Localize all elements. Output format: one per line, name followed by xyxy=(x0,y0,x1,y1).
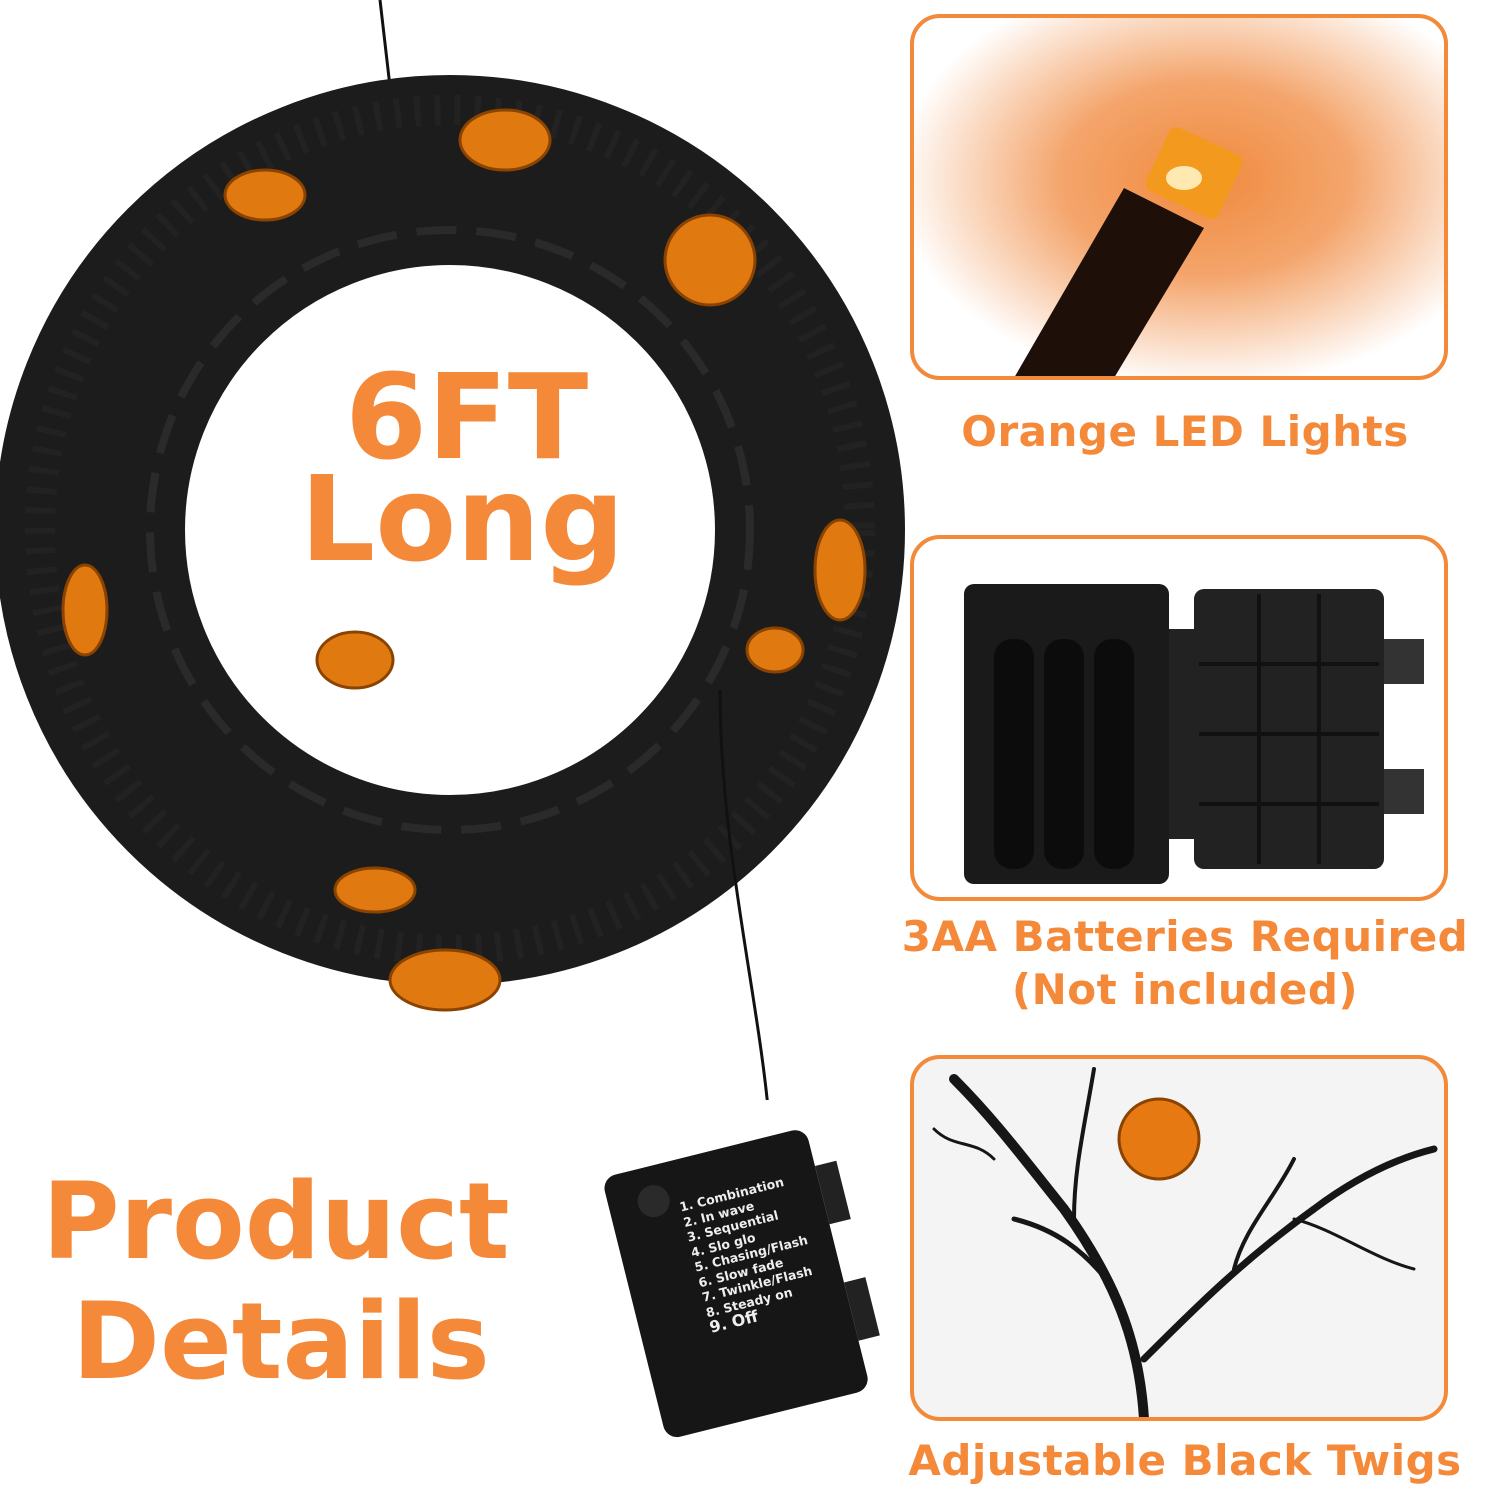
twigs-panel xyxy=(910,1055,1448,1421)
led-caption: Orange LED Lights xyxy=(961,407,1409,456)
battery-panel xyxy=(910,535,1448,901)
length-headline-line2: Long xyxy=(300,450,625,588)
black-twigs-image xyxy=(932,1067,1438,1417)
battery-box-image xyxy=(604,1130,880,1438)
led-bulb-image xyxy=(1015,127,1243,376)
twigs-caption: Adjustable Black Twigs xyxy=(908,1436,1462,1485)
title-line2: Details xyxy=(72,1280,490,1403)
length-headline-line1: 6FT xyxy=(345,348,589,486)
led-light-panel xyxy=(910,14,1448,380)
open-battery-box-image xyxy=(964,584,1424,884)
twig-wreath-image xyxy=(0,0,905,1100)
title-line1: Product xyxy=(42,1160,510,1283)
battery-caption-line1: 3AA Batteries Required xyxy=(901,912,1469,961)
battery-caption-line2: (Not included) xyxy=(1011,965,1359,1014)
